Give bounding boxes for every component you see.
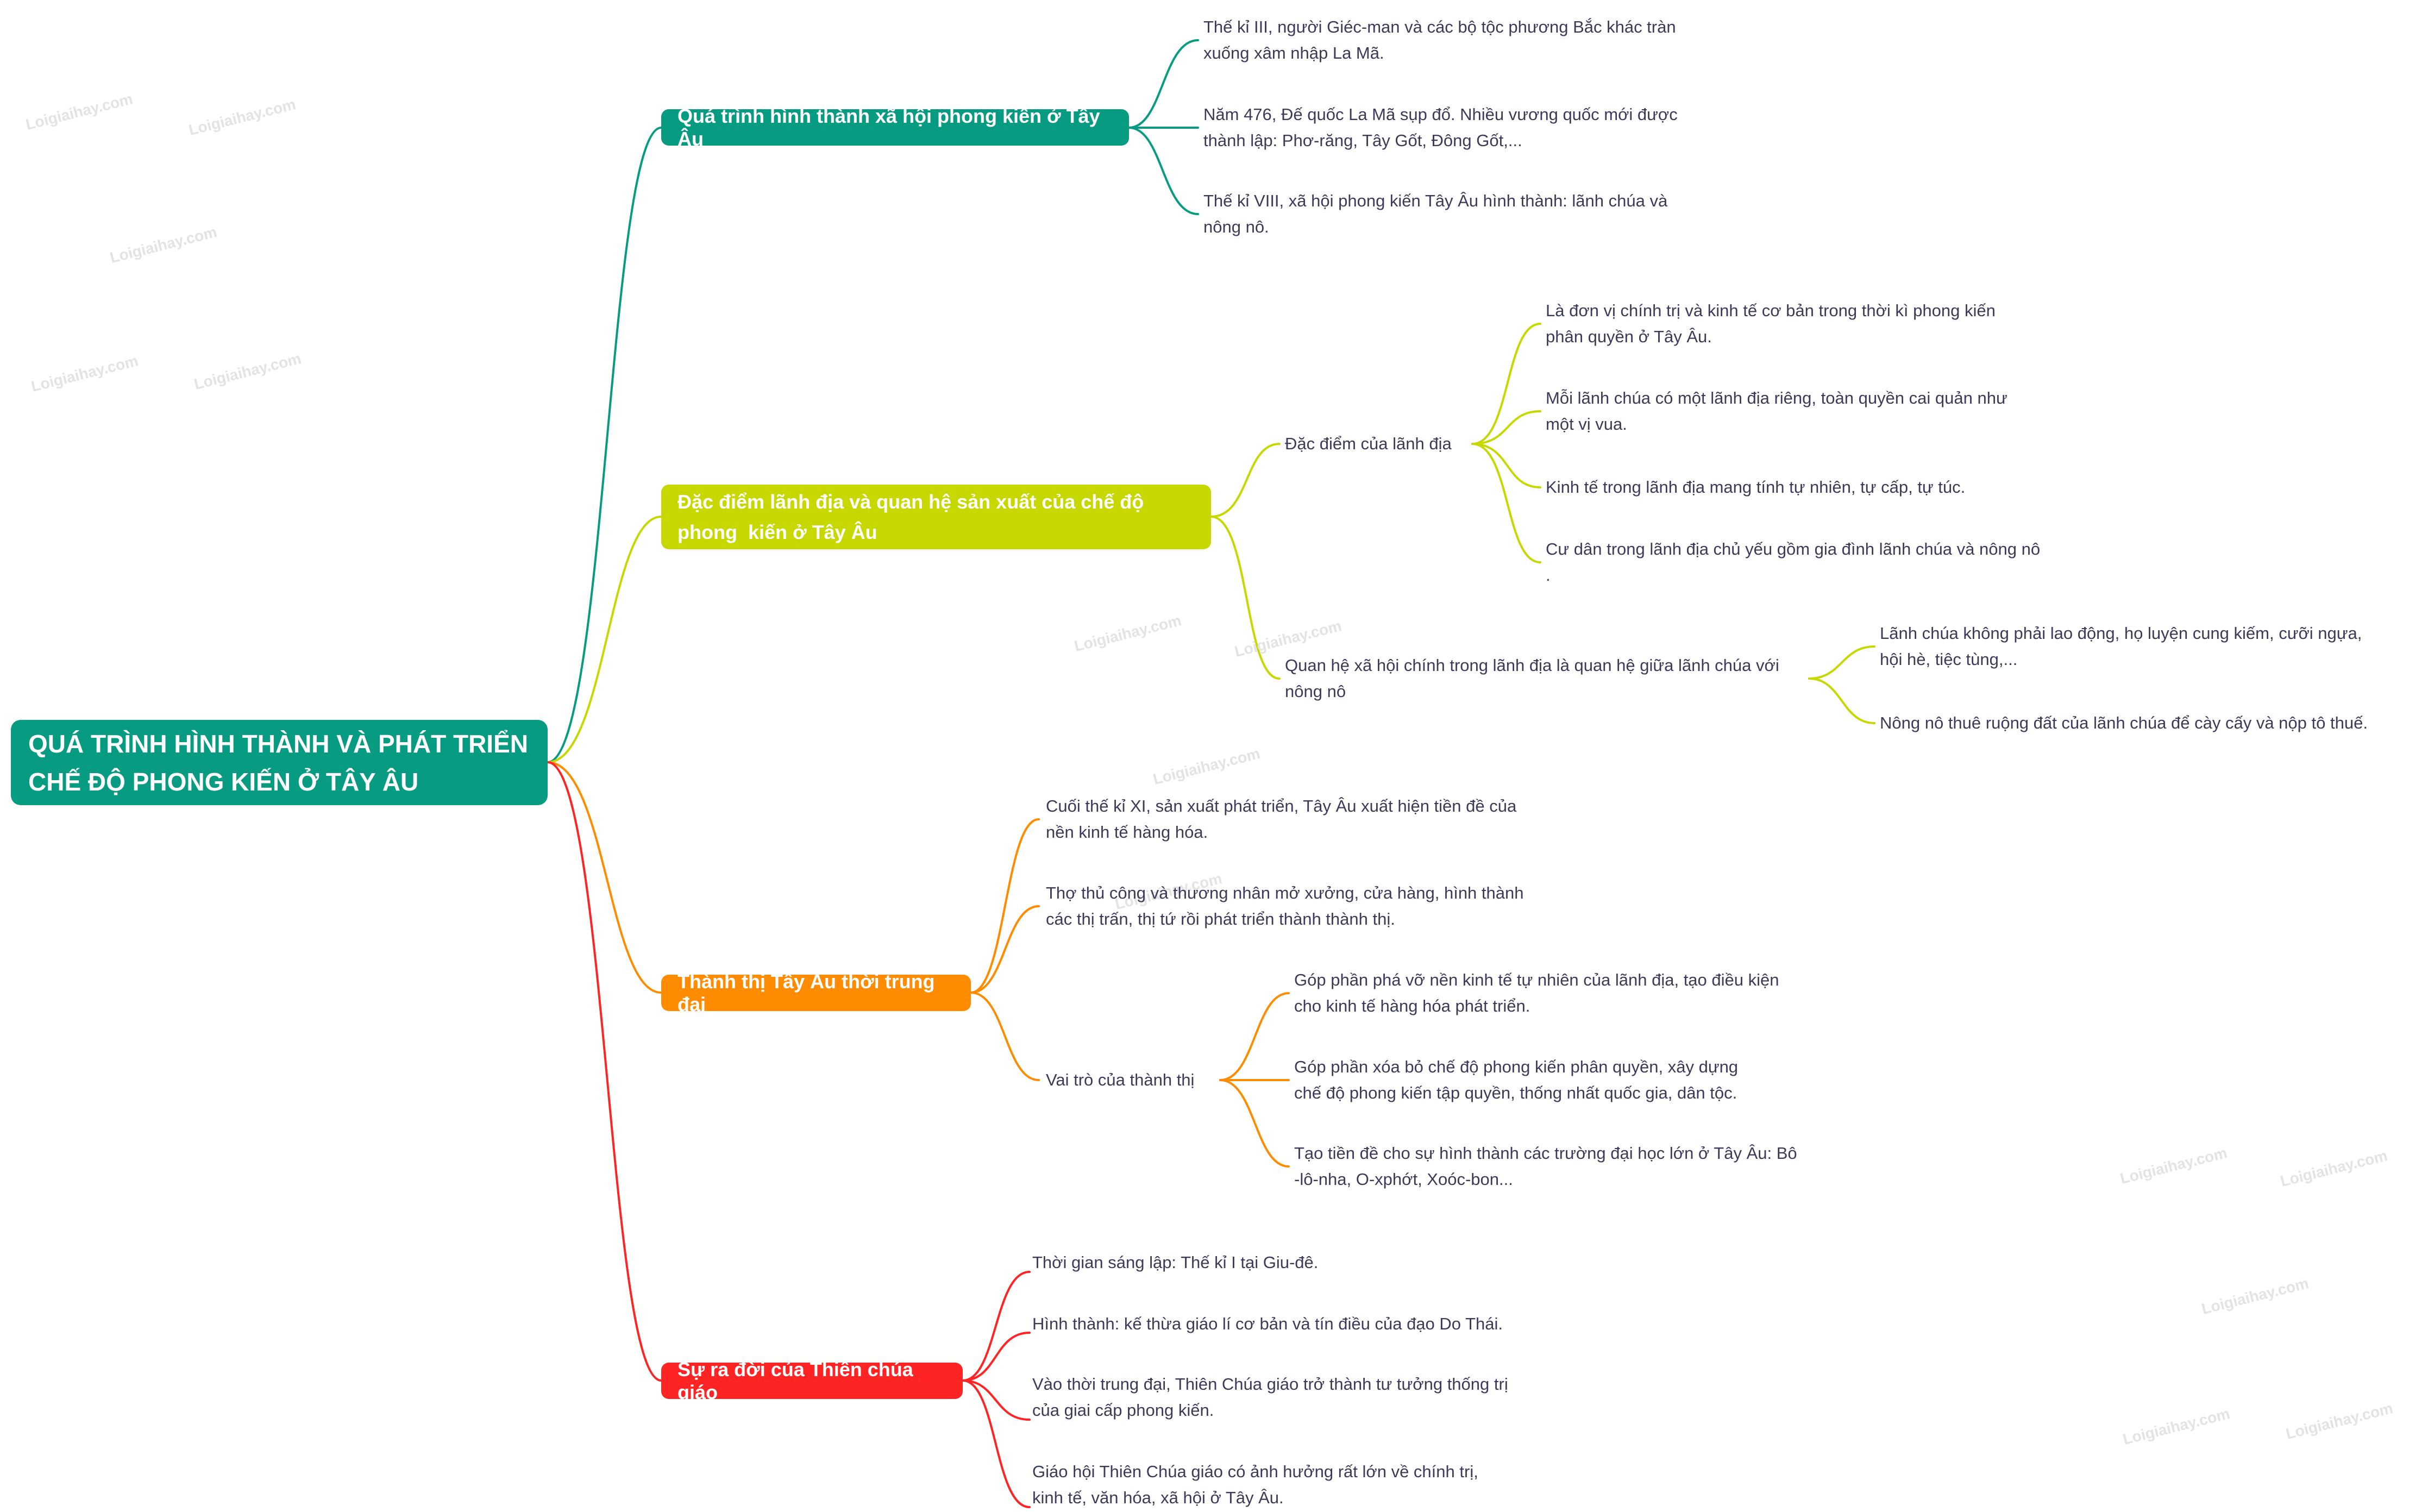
connector-b2s1-leaf-2 xyxy=(1471,410,1541,445)
leaf-b3s-3: Tạo tiền đề cho sự hình thành các trường… xyxy=(1294,1144,1797,1189)
connector-root-branch-1 xyxy=(547,127,662,763)
connector-root-branch-4 xyxy=(547,761,662,1382)
leaf-b3-2: Thợ thủ công và thương nhân mở xưởng, cử… xyxy=(1046,883,1524,928)
connector-b2s1-leaf-4 xyxy=(1471,443,1541,563)
branch-2-title-line-1: Đặc điểm lãnh địa và quan hệ sản xuất củ… xyxy=(677,490,1144,513)
connector-root-branch-2 xyxy=(547,516,662,763)
leaf-b3s-1: Góp phần phá vỡ nền kinh tế tự nhiên của… xyxy=(1294,970,1779,1015)
connector-b3-leaf-2 xyxy=(970,905,1040,994)
sub-node-b2-2[interactable]: Quan hệ xã hội chính trong lãnh địa là q… xyxy=(1285,656,1779,701)
branch-3-title: Thành thị Tây Âu thời trung đại xyxy=(677,970,935,1015)
leaf-b3-1: Cuối thế kỉ XI, sản xuất phát triển, Tây… xyxy=(1046,796,1517,842)
connector-b3s-leaf-1 xyxy=(1219,992,1290,1081)
leaf-b2s1-1: Là đơn vị chính trị và kinh tế cơ bản tr… xyxy=(1546,301,1996,346)
connector-b3-sub xyxy=(970,992,1040,1081)
connector-b3-leaf-1 xyxy=(970,818,1040,994)
connector-b4-leaf-2 xyxy=(962,1332,1031,1382)
branch-node-4[interactable]: Sự ra đời của Thiên chúa giáo xyxy=(661,1358,963,1403)
connector-b2s1-leaf-3 xyxy=(1471,443,1541,488)
connector-b4-leaf-4 xyxy=(962,1379,1031,1508)
branch-1-title: Quá trình hình thành xã hội phong kiến ở… xyxy=(677,104,1100,150)
connector-b3s-leaf-3 xyxy=(1219,1079,1290,1168)
branch-node-1[interactable]: Quá trình hình thành xã hội phong kiến ở… xyxy=(661,105,1129,150)
leaf-b2s2-1: Lãnh chúa không phải lao động, họ luyện … xyxy=(1880,624,2362,669)
root-title-line-2: CHẾ ĐỘ PHONG KIẾN Ở TÂY ÂU xyxy=(28,767,419,796)
root-node[interactable]: QUÁ TRÌNH HÌNH THÀNH VÀ PHÁT TRIỂN CHẾ Đ… xyxy=(11,720,548,805)
branch-2-title-line-2: phong kiến ở Tây Âu xyxy=(677,520,877,543)
connector-root-branch-3 xyxy=(547,761,662,994)
leaf-b1-3: Thế kỉ VIII, xã hội phong kiến Tây Âu hì… xyxy=(1203,191,1668,236)
leaf-b1-1: Thế kỉ III, người Giéc-man và các bộ tộc… xyxy=(1203,17,1676,62)
leaf-b4-1: Thời gian sáng lập: Thế kỉ I tại Giu-đê. xyxy=(1032,1253,1319,1272)
connector-b1-leaf-1 xyxy=(1128,39,1199,129)
leaf-b2s2-2: Nông nô thuê ruộng đất của lãnh chúa để … xyxy=(1880,713,2368,732)
leaf-b2s1-2: Mỗi lãnh chúa có một lãnh địa riêng, toà… xyxy=(1546,388,2008,434)
connector-b2s1-leaf-1 xyxy=(1471,323,1541,445)
connector-b2s2-leaf-2 xyxy=(1808,677,1875,724)
connector-b1-leaf-3 xyxy=(1128,127,1199,215)
connector-b4-leaf-3 xyxy=(962,1379,1031,1421)
root-title-line-1: QUÁ TRÌNH HÌNH THÀNH VÀ PHÁT TRIỂN xyxy=(28,729,528,758)
sub-node-b2-1[interactable]: Đặc điểm của lãnh địa xyxy=(1285,434,1452,453)
sub-node-b3[interactable]: Vai trò của thành thị xyxy=(1046,1070,1195,1089)
leaf-b1-2: Năm 476, Đế quốc La Mã sụp đổ. Nhiều vươ… xyxy=(1203,105,1678,150)
leaf-b3s-2: Góp phần xóa bỏ chế độ phong kiến phân q… xyxy=(1294,1057,1739,1102)
connector-b2s2-leaf-1 xyxy=(1808,645,1875,680)
connector-b2-sub-2 xyxy=(1210,516,1281,680)
branch-node-3[interactable]: Thành thị Tây Âu thời trung đại xyxy=(661,970,971,1015)
leaf-b4-3: Vào thời trung đại, Thiên Chúa giáo trở … xyxy=(1032,1375,1508,1420)
branch-4-title: Sự ra đời của Thiên chúa giáo xyxy=(677,1358,913,1403)
connector-b4-leaf-1 xyxy=(962,1271,1031,1382)
leaf-b4-2: Hình thành: kế thừa giáo lí cơ bản và tí… xyxy=(1032,1314,1503,1333)
branch-node-2[interactable]: Đặc điểm lãnh địa và quan hệ sản xuất củ… xyxy=(661,485,1211,549)
leaf-b2s1-4: Cư dân trong lãnh địa chủ yếu gồm gia đì… xyxy=(1546,539,2041,585)
connector-b2-sub-1 xyxy=(1210,443,1281,518)
leaf-b2s1-3: Kinh tế trong lãnh địa mang tính tự nhiê… xyxy=(1546,478,1966,497)
leaf-b4-4: Giáo hội Thiên Chúa giáo có ảnh hưởng rấ… xyxy=(1032,1462,1478,1507)
